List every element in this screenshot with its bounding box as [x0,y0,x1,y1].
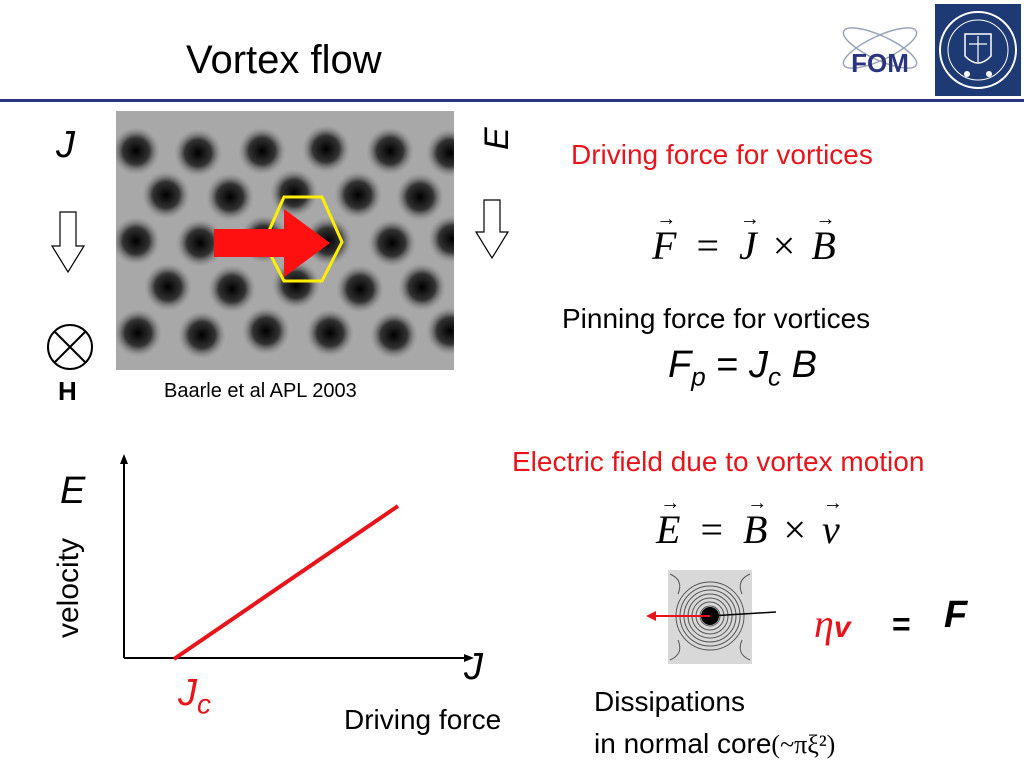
drag-f-symbol: F [944,594,968,636]
dissipation-text: in normal core [594,728,772,759]
fom-logo: FOM [834,18,926,86]
drag-equals: = [892,606,911,642]
driving-force-heading: Driving force for vortices [571,139,873,170]
eq-j-symbol: J [739,222,757,269]
university-seal [935,4,1021,96]
vortex-core-diagram [644,570,780,664]
ef-equals: = [700,507,723,552]
eq-cross: × [772,223,796,268]
pin-f-symbol: F [668,344,692,386]
graph-y-label: velocity [52,537,85,638]
graph-y-symbol: E [60,470,86,512]
fom-logo-text: FOM [851,48,909,78]
eta-symbol: η [814,601,834,646]
graph-x-label: Driving force [344,704,502,735]
ef-v-symbol: v [822,506,840,553]
jc-j: J [178,672,197,714]
title-divider [0,99,1024,102]
graph-x-symbol: J [464,646,483,688]
core-area-formula: (~πξ²) [771,730,836,759]
electric-field-arrow [474,198,510,265]
image-caption: Baarle et al APL 2003 [164,380,357,402]
slide-title: Vortex flow [186,38,382,82]
electric-field-heading: Electric field due to vortex motion [512,446,925,477]
eq-equals: = [696,223,719,268]
ef-e-symbol: E [656,506,680,553]
dissipation-line2: in normal core(~πξ²) [594,728,835,760]
dissipation-line1: Dissipations [594,686,745,717]
critical-current-label: Jc [178,672,211,721]
electric-field-equation: E = B × v [656,506,840,553]
velocity-symbol: v [833,611,851,644]
pin-j-symbol: J [749,344,769,386]
eq-b-symbol: B [811,222,835,269]
pinning-force-equation: Fp = Jc B [668,344,817,393]
field-into-page-icon [45,322,95,377]
pin-c-subscript: c [768,361,782,392]
ef-cross: × [783,507,806,552]
eq-f-symbol: F [652,222,676,269]
ef-b-symbol: B [743,506,767,553]
pin-p-subscript: p [691,361,706,392]
current-direction-arrow [50,210,86,279]
current-label-j: J [56,124,75,166]
drag-equation: ηv [814,600,851,647]
pin-equals: = [716,344,739,386]
vortex-lattice-image [116,111,454,370]
ej-graph [110,452,480,674]
magnetic-field-label-h: H [58,376,77,406]
ej-curve [172,504,400,661]
jc-subscript: c [197,688,211,720]
pin-b-symbol: B [791,344,817,386]
electric-field-label-e: E [478,127,516,150]
driving-force-equation: F = J × B [652,222,836,269]
pinning-force-heading: Pinning force for vortices [562,303,871,334]
